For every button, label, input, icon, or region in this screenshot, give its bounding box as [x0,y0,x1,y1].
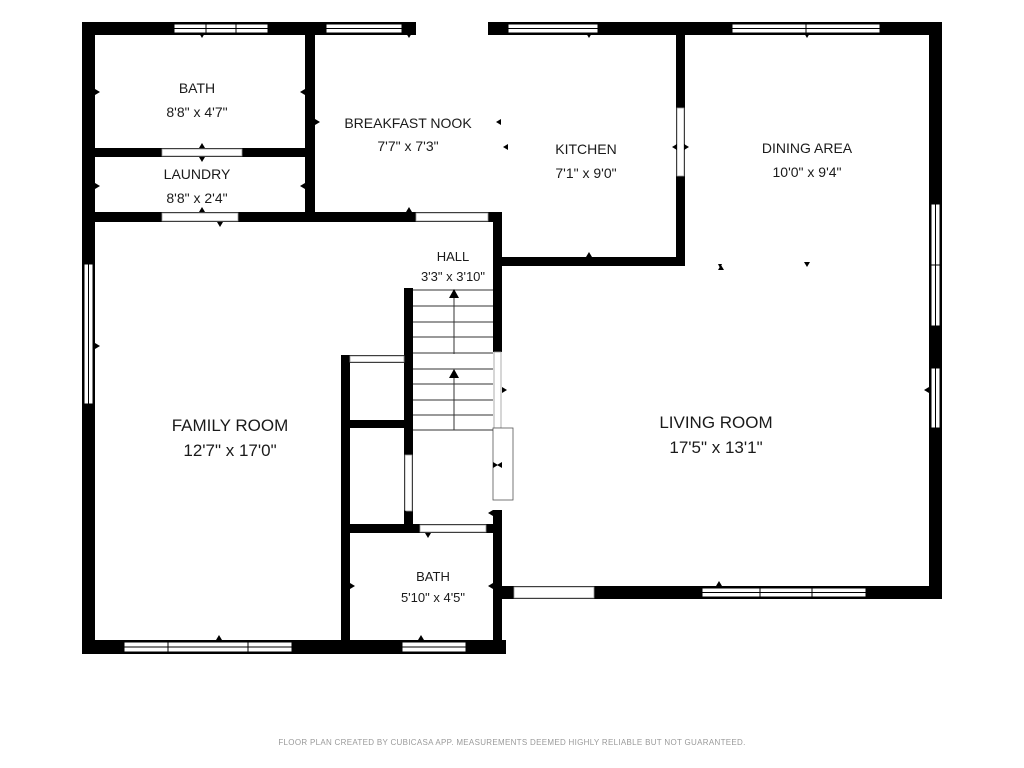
stair-arrow-icon [449,369,459,378]
windows [83,23,941,653]
living-size: 17'5" x 13'1" [669,438,762,457]
opening-living-bottom [513,586,595,599]
wall-closet-mid [341,420,413,428]
living-name: LIVING ROOM [659,413,772,432]
opening-bath-laundry [161,148,243,157]
markers [95,33,934,640]
stair-arrow-icon [449,289,459,298]
dining-size: 10'0" x 9'4" [773,164,842,180]
hall-size: 3'3" x 3'10" [421,269,485,284]
family-name: FAMILY ROOM [172,416,289,435]
wall-kitchen-bottom [497,257,685,266]
laundry-size: 8'8" x 2'4" [166,190,227,206]
dining-name: DINING AREA [762,140,853,156]
bath-lower-size: 5'10" x 4'5" [401,590,465,605]
bath-upper-size: 8'8" x 4'7" [166,104,227,120]
hall-name: HALL [437,249,470,264]
breakfast-size: 7'7" x 7'3" [377,138,438,154]
wall-hall-right [493,212,502,352]
kitchen-name: KITCHEN [555,141,616,157]
bath-upper-name: BATH [179,80,215,96]
opening-hall-living [493,351,502,429]
breakfast-name: BREAKFAST NOOK [344,115,472,131]
wall-closet-left [341,355,350,653]
door-openings [161,107,685,599]
wall-stair-left [404,288,413,526]
kitchen-size: 7'1" x 9'0" [555,165,616,181]
room-labels: BATH 8'8" x 4'7" LAUNDRY 8'8" x 2'4" BRE… [164,80,853,605]
bath-lower-name: BATH [416,569,450,584]
opening-closet-top [349,355,405,363]
opening-stair-door [404,454,413,512]
stairs [413,289,493,431]
stair-arrows [449,289,459,378]
opening-kitchen-dining [676,107,685,177]
opening-bath-door [419,524,487,533]
family-size: 12'7" x 17'0" [183,441,276,460]
wall-breakfast-left [305,22,315,218]
opening-hall-top [415,212,489,222]
footer-disclaimer: FLOOR PLAN CREATED BY CUBICASA APP. MEAS… [278,738,745,747]
opening-laundry-family [161,212,239,222]
wall-laundry-family [82,212,502,222]
laundry-name: LAUNDRY [164,166,231,182]
wall-bath-right [493,510,502,653]
